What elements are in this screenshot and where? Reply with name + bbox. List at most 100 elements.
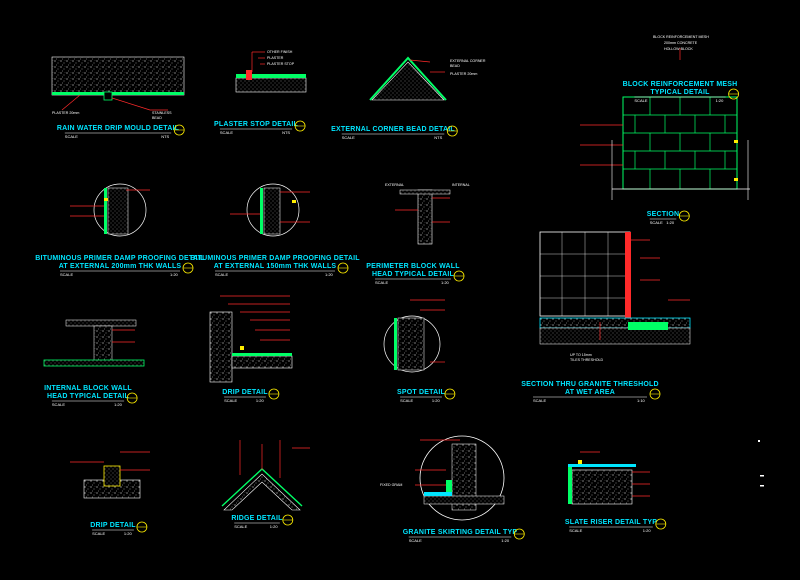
riser-tile [568,466,572,504]
skirting [446,480,452,498]
detail-spot [383,299,445,373]
callout-text: EXTERNAL CORNER [450,59,486,63]
detail-title: TYPICAL DETAIL [650,89,710,96]
detail-title-block: DRIP DETAIL SCALE 1:20 [90,521,148,536]
detail-slate-riser [568,451,650,505]
detail-title: AT EXTERNAL 150mm THK WALLS [214,263,337,270]
waterproofing [232,353,292,356]
corner-wall [371,61,445,101]
beam [209,311,233,383]
soffit [399,189,451,195]
detail-title: RAIN WATER DRIP MOULD DETAIL [57,125,180,132]
callout-text: BEAD [450,64,460,68]
callout-text: BLOCK REINFORCEMENT MESH [653,35,709,39]
detail-title: RIDGE DETAIL [231,515,283,522]
detail-title-block: BITUMINOUS PRIMER DAMP PROOFING DETAILAT… [35,255,205,277]
zoom-circle [419,435,505,521]
wall-section [93,325,113,363]
scale-ratio: 1:20 [643,528,652,533]
detail-title: SECTION THRU GRANITE THRESHOLD [521,381,658,388]
detail-bituminous-150 [230,183,310,237]
membrane [394,318,397,370]
callout-text: UP TO 15mm [570,353,592,357]
scale-label: SCALE [342,135,355,140]
wall-block [235,77,307,93]
wall-section [397,317,425,371]
detail-title: HEAD TYPICAL DETAIL [47,393,130,400]
scale-label: SCALE [60,272,73,277]
detail-title: SLATE RISER DETAIL TYP [565,519,657,526]
scale-label: SCALE [92,531,105,536]
plaster-layer [369,56,447,101]
detail-title: AT EXTERNAL 200mm THK WALLS [59,263,182,270]
screed [539,327,691,345]
callout-text: HOLLOW BLOCK [664,47,693,51]
detail-plaster-stop: OTHER FINISH PLASTER PLASTER STOP [235,50,307,93]
detail-title: DRIP DETAIL [90,522,136,529]
callout-text: PLASTER STOP [267,62,295,66]
zoom-circle [93,183,147,237]
detail-external-corner-bead: EXTERNAL CORNER BEAD PLASTER 20mm [369,56,486,101]
wall-section [107,187,129,235]
detail-title: PLASTER STOP DETAIL [214,121,298,128]
door-frame [625,232,631,322]
detail-title: BITUMINOUS PRIMER DAMP PROOFING DETAIL [35,255,205,262]
damp-proof-layer [104,188,107,234]
detail-block-reinforcement-mesh: BLOCK REINFORCEMENT MESH 200mm CONCRETE … [580,35,750,200]
scale-ratio: NTS [161,134,169,139]
scale-ratio: 1:20 [432,398,441,403]
mesh-marker [734,178,738,181]
detail-roof-drain [70,451,150,499]
detail-title: INTERNAL BLOCK WALL [44,385,132,392]
callout-text: FIXED GRAM [380,483,402,487]
mesh-marker [734,140,738,143]
detail-title-block: BITUMINOUS PRIMER DAMP PROOFING DETAILAT… [190,255,360,277]
scale-ratio: 1:20 [441,280,450,285]
concrete-slab [51,56,185,96]
detail-title-block: SLATE RISER DETAIL TYP SCALE 1:20 [565,518,667,533]
detail-granite-skirting: FIXED GRAM [380,435,505,521]
wall-section [417,189,433,245]
scale-label: SCALE [234,524,247,529]
callout-text: PLASTER 20mm [52,111,79,115]
roof-slab [223,473,301,511]
floor [423,495,505,505]
marker [578,460,582,464]
leader-line [61,94,81,111]
scale-label: SCALE [533,398,546,403]
scale-label: SCALE [634,98,647,103]
scale-ratio: 1:20 [256,398,265,403]
block-courses [623,97,737,189]
detail-perimeter-wall-head: EXTERNAL INTERNAL [385,183,470,245]
scale-ratio: 1:20 [270,524,279,529]
callout-text: STAINLESS [152,111,172,115]
leader-line [111,97,151,111]
marker [240,346,244,350]
plaster-layer [236,74,306,78]
scale-label: SCALE [569,528,582,533]
leader-lines [580,451,650,497]
callout-text: PLASTER [267,56,284,60]
callout-text: PLASTER 20mm [450,72,477,76]
detail-title: GRANITE SKIRTING DETAIL TYP [403,529,518,536]
scale-ratio: 1:20 [124,531,133,536]
scale-ratio: 1:10 [637,398,646,403]
detail-title-block: RAIN WATER DRIP MOULD DETAIL SCALE NTS [57,124,185,139]
detail-title: SECTION [647,211,680,218]
tile-grid [540,232,630,316]
scale-label: SCALE [224,398,237,403]
detail-internal-wall-head [43,319,145,367]
detail-title: SPOT DETAIL [397,389,445,396]
margin-marks [758,440,764,487]
scale-label: SCALE [65,134,78,139]
